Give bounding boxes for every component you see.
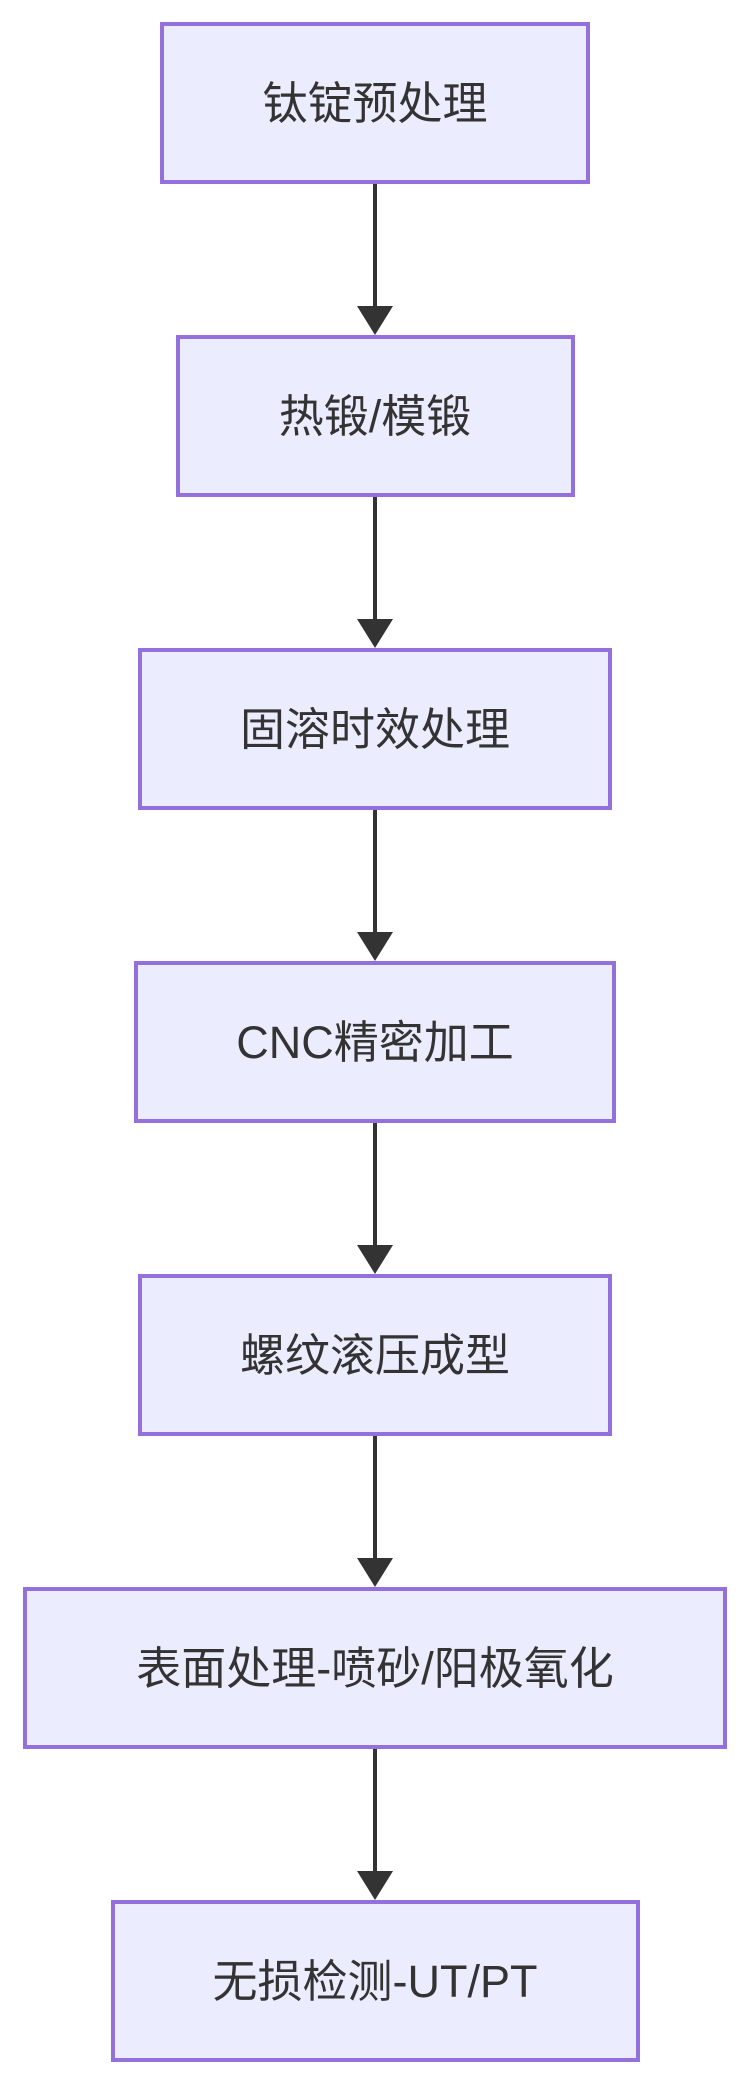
- flow-node-label: 表面处理-喷砂/阳极氧化: [136, 1642, 614, 1694]
- arrow-shaft: [373, 184, 377, 306]
- flow-node: 螺纹滚压成型: [137, 1274, 612, 1436]
- flow-edge: [357, 810, 393, 961]
- flow-node-label: 螺纹滚压成型: [239, 1329, 510, 1381]
- flow-edge: [357, 497, 393, 648]
- flow-node: 无损检测-UT/PT: [110, 1900, 640, 2062]
- arrow-head-icon: [357, 1871, 393, 1900]
- flow-node-label: CNC精密加工: [236, 1016, 514, 1068]
- arrow-shaft: [373, 1436, 377, 1558]
- flow-node: CNC精密加工: [134, 961, 616, 1123]
- flow-node-label: 无损检测-UT/PT: [212, 1955, 538, 2007]
- arrow-shaft: [373, 1123, 377, 1245]
- flow-node: 热锻/模锻: [175, 335, 575, 497]
- flow-edge: [357, 1123, 393, 1274]
- flow-edge: [357, 1749, 393, 1900]
- arrow-head-icon: [357, 932, 393, 961]
- flow-node-label: 钛锭预处理: [262, 77, 488, 129]
- arrow-head-icon: [357, 306, 393, 335]
- arrow-head-icon: [357, 1558, 393, 1587]
- flow-node: 固溶时效处理: [137, 648, 612, 810]
- flow-edge: [357, 1436, 393, 1587]
- flow-edge: [357, 184, 393, 335]
- arrow-shaft: [373, 1749, 377, 1871]
- arrow-shaft: [373, 497, 377, 619]
- flow-node-label: 固溶时效处理: [239, 703, 510, 755]
- flow-node-label: 热锻/模锻: [278, 390, 472, 442]
- arrow-head-icon: [357, 619, 393, 648]
- flow-node: 钛锭预处理: [160, 22, 590, 184]
- arrow-shaft: [373, 810, 377, 932]
- flow-node: 表面处理-喷砂/阳极氧化: [23, 1587, 727, 1749]
- arrow-head-icon: [357, 1245, 393, 1274]
